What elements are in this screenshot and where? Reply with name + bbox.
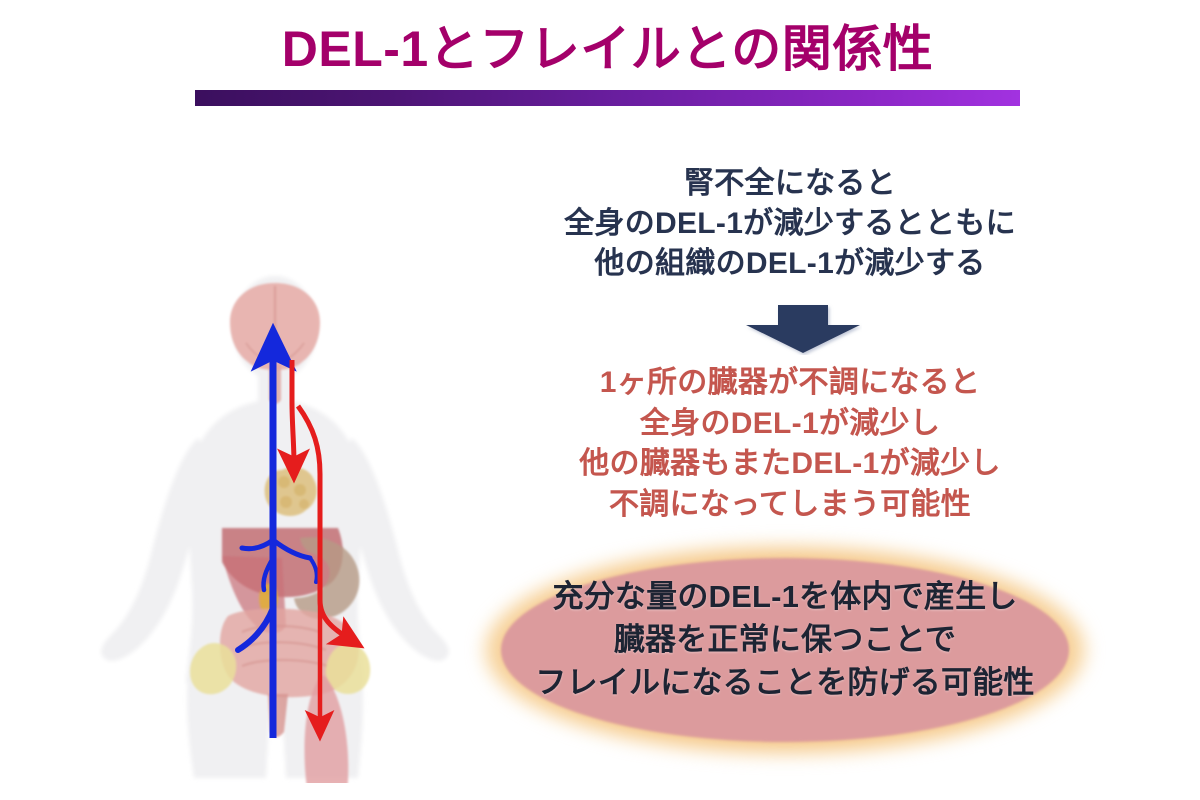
conclusion-line: フレイルになることを防げる可能性 — [535, 664, 1035, 700]
page-title: DEL-1とフレイルとの関係性 — [281, 21, 934, 77]
blue-arrow-up-to-brain — [235, 322, 319, 738]
title-block: DEL-1とフレイルとの関係性 — [195, 22, 1020, 106]
conclusion-line: 充分な量のDEL-1を体内で産生し — [552, 579, 1018, 614]
statement-line: 他の臓器もまたDEL-1が減少し — [579, 447, 1001, 480]
title-divider-bar — [195, 90, 1020, 106]
conclusion-text: 充分な量のDEL-1を体内で産生し 臓器を正常に保つことで フレイルになることを… — [455, 576, 1115, 704]
human-body-organ-diagram — [70, 138, 470, 783]
down-arrow-icon — [744, 303, 862, 355]
statement-line: 1ヶ所の臓器が不調になると — [599, 366, 981, 399]
statement-block-organ-cascade: 1ヶ所の臓器が不調になると 全身のDEL-1が減少し 他の臓器もまたDEL-1が… — [480, 363, 1100, 525]
statement-block-renal-failure: 腎不全になると 全身のDEL-1が減少するとともに 他の組織のDEL-1が減少す… — [480, 164, 1100, 284]
conclusion-callout: 充分な量のDEL-1を体内で産生し 臓器を正常に保つことで フレイルになることを… — [455, 528, 1115, 778]
statement-line: 全身のDEL-1が減少し — [639, 406, 941, 440]
red-arrow-to-thymus — [276, 360, 310, 484]
conclusion-ellipse-shape — [501, 558, 1069, 742]
statement-line: 他の組織のDEL-1が減少する — [594, 246, 986, 280]
conclusion-line: 臓器を正常に保つことで — [613, 621, 957, 657]
bone-marrow-organ — [190, 642, 371, 695]
statement-line: 腎不全になると — [683, 167, 897, 200]
statement-line: 全身のDEL-1が減少するとともに — [564, 206, 1016, 240]
statement-line: 不調になってしまう可能性 — [608, 487, 972, 521]
stomach-organ — [294, 537, 360, 619]
